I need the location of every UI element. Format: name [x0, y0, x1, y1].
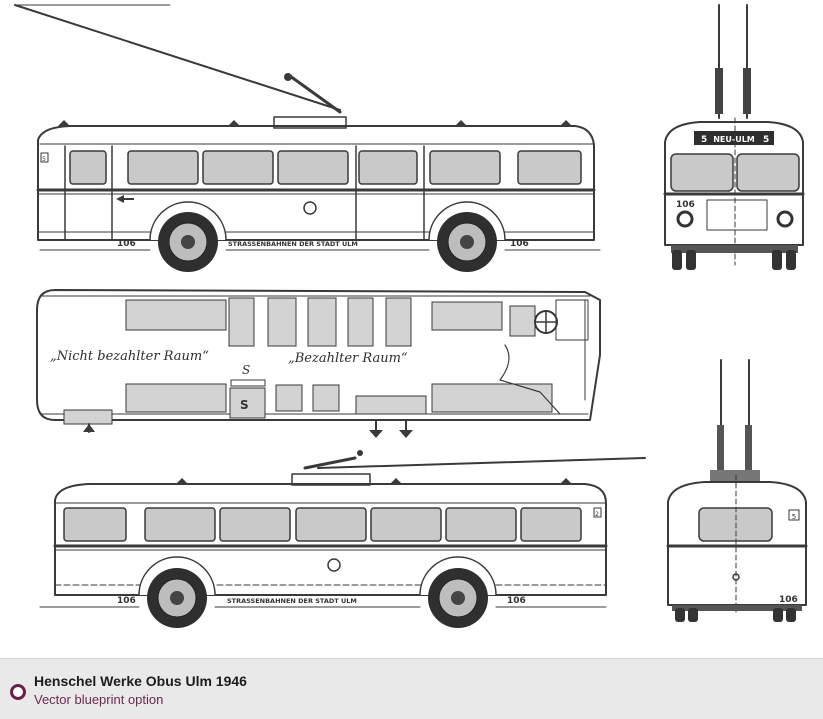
route-right: 5: [763, 135, 769, 145]
s-mark: S: [242, 363, 250, 377]
bullet-icon: [10, 684, 26, 700]
route-badge: 5: [792, 513, 796, 521]
caption-bar: Henschel Werke Obus Ulm 1946 Vector blue…: [0, 658, 823, 719]
blueprint-drawing: 5 106 106 STRASSENBAHNEN DER STADT ULM 5…: [14, 4, 808, 628]
fleet-number-rear: 106: [507, 596, 526, 606]
paid-area-label: „Bezahlter Raum“: [288, 351, 408, 366]
fleet-number-rear: 106: [510, 239, 529, 249]
plan-view: „Nicht bezahlter Raum“ „Bezahlter Raum“ …: [36, 289, 601, 438]
fleet-number: 106: [779, 595, 798, 605]
route-badge: 2: [595, 511, 599, 518]
side-view-bottom: 2 106 106 STRASSENBAHNEN DER STADT ULM: [39, 450, 646, 628]
destination-sign: NEU-ULM: [713, 135, 755, 144]
livery-lettering: STRASSENBAHNEN DER STADT ULM: [227, 597, 357, 605]
livery-lettering: STRASSENBAHNEN DER STADT ULM: [228, 240, 358, 248]
unpaid-area-label: „Nicht bezahlter Raum“: [50, 349, 209, 364]
route-badge: 5: [42, 156, 46, 163]
route-left: 5: [701, 135, 707, 145]
fleet-number: 106: [676, 200, 695, 210]
side-view-top: 5 106 106 STRASSENBAHNEN DER STADT ULM: [14, 4, 601, 272]
wheel: [138, 556, 216, 628]
fleet-number-front: 106: [117, 596, 136, 606]
caption-subtitle[interactable]: Vector blueprint option: [34, 692, 164, 707]
fleet-number-front: 106: [117, 239, 136, 249]
rear-view: 5 106: [666, 359, 808, 622]
wheel: [419, 556, 497, 628]
front-view: 5 NEU-ULM 5 106: [663, 4, 805, 270]
s-box: S: [240, 398, 249, 412]
wheel: [428, 201, 506, 272]
caption-title[interactable]: Henschel Werke Obus Ulm 1946: [34, 673, 247, 689]
wheel: [149, 201, 227, 272]
